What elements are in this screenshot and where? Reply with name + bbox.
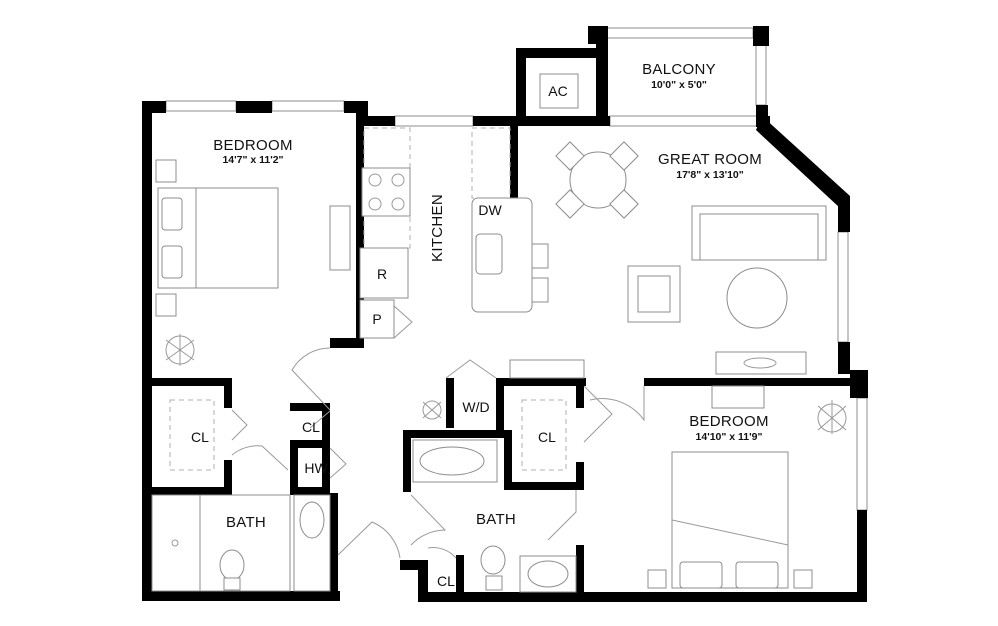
label-ac: AC xyxy=(548,83,567,99)
label-closet-hall: CL xyxy=(302,419,320,435)
room-size-bedroom-right: 14'10" x 11'9" xyxy=(696,431,763,443)
room-label-bedroom-right: BEDROOM xyxy=(689,413,769,430)
label-closet-bedroom-left: CL xyxy=(191,429,209,445)
room-label-bedroom-left: BEDROOM xyxy=(213,137,293,154)
room-size-balcony: 10'0" x 5'0" xyxy=(651,79,707,91)
doors xyxy=(231,305,645,559)
room-label-bath-left: BATH xyxy=(226,514,266,531)
plant-icon xyxy=(422,400,442,420)
furniture xyxy=(151,73,847,593)
walls xyxy=(142,26,868,602)
room-size-bedroom-left: 14'7" x 11'2" xyxy=(222,154,283,166)
room-size-great-room: 17'8" x 13'10" xyxy=(676,169,744,181)
plant-icon xyxy=(817,400,847,434)
label-hot-water: HW xyxy=(304,460,328,476)
room-label-kitchen: KITCHEN xyxy=(429,194,446,262)
room-label-bath-center: BATH xyxy=(476,511,516,528)
plant-icon xyxy=(165,334,195,366)
labels: BEDROOM 14'7" x 11'2" BALCONY 10'0" x 5'… xyxy=(191,61,769,589)
label-closet-bath: CL xyxy=(437,573,455,589)
label-closet-bedroom-right: CL xyxy=(538,429,556,445)
label-pantry: P xyxy=(372,311,381,327)
label-dishwasher: DW xyxy=(478,202,502,218)
room-label-balcony: BALCONY xyxy=(642,61,716,78)
room-label-great-room: GREAT ROOM xyxy=(658,151,762,168)
label-refrigerator: R xyxy=(377,266,387,282)
label-washer-dryer: W/D xyxy=(462,399,489,415)
